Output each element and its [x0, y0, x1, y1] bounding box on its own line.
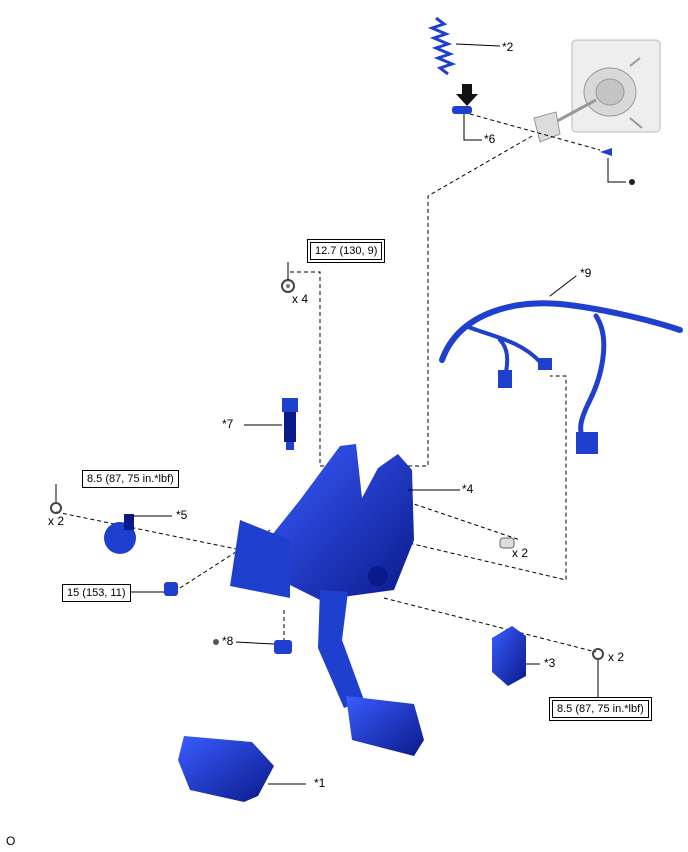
footer-code: O	[6, 834, 16, 848]
wire-harness-part	[439, 275, 683, 454]
pedal-pad-part	[178, 736, 306, 802]
brake-booster-part	[533, 39, 661, 143]
callout-9: *9	[580, 266, 592, 280]
torque-spec-left-top: 8.5 (87, 75 in.*lbf)	[82, 470, 179, 488]
left-bracket-part	[104, 514, 172, 554]
torque-spec-right: 8.5 (87, 75 in.*lbf)	[549, 697, 652, 721]
return-spring-part	[427, 16, 501, 76]
nut-part-top	[281, 262, 295, 293]
nut-part-left	[50, 484, 62, 514]
clevis-pin-part	[452, 84, 482, 141]
bolt-part-left	[128, 582, 178, 596]
qty-top: x 4	[292, 292, 309, 306]
brake-pedal-part	[318, 590, 424, 756]
callout-3: *3	[544, 656, 556, 670]
nut-part-mid	[499, 537, 515, 549]
callout-7: *7	[222, 417, 234, 431]
pedal-sensor-part	[492, 626, 540, 686]
callout-1: *1	[314, 776, 326, 790]
callout-5: *5	[176, 508, 188, 522]
nut-part-right	[592, 648, 604, 698]
clip-part	[600, 148, 635, 185]
qty-mid: x 2	[512, 546, 529, 560]
stop-light-switch-part	[244, 398, 298, 450]
callout-2: *2	[502, 40, 514, 54]
torque-spec-left-bolt: 15 (153, 11)	[62, 584, 131, 602]
pedal-bracket-part	[230, 444, 460, 600]
callout-8: *8	[222, 634, 234, 648]
cushion-part	[213, 639, 292, 654]
qty-left: x 2	[48, 514, 65, 528]
callout-4: *4	[462, 482, 474, 496]
callout-6: *6	[484, 132, 496, 146]
torque-spec-top: 12.7 (130, 9)	[306, 239, 386, 263]
qty-right: x 2	[608, 650, 625, 664]
